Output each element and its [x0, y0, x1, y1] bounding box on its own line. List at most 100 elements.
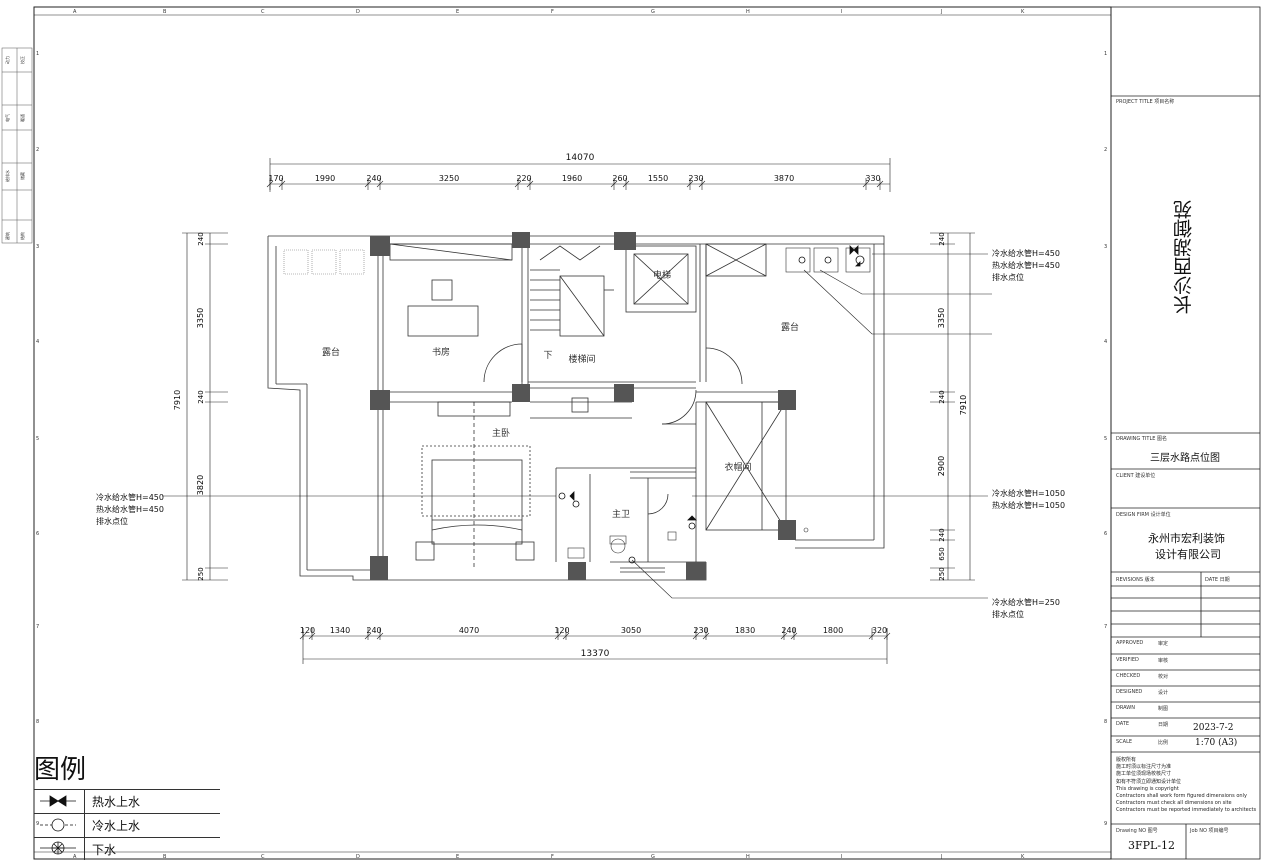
left-strip: 动力校正电气暖通给排水储藏建筑结构 — [1, 47, 33, 244]
grid-row-label: 5 — [36, 436, 39, 442]
designed-cn: 设计 — [1158, 690, 1169, 696]
grid-row-label: 3 — [36, 244, 39, 250]
bottom-seg-dimension: 3050 — [621, 626, 641, 635]
checked-label: CHECKED — [1116, 673, 1141, 679]
title-block-lines — [1110, 6, 1261, 860]
grid-col-label: A — [73, 9, 77, 15]
scale-value: 1:70 (A3) — [1195, 738, 1238, 748]
design-firm-line2: 设计有限公司 — [1155, 548, 1221, 561]
left-strip-label: 储藏 — [19, 172, 25, 180]
note-line: 施工时须以标注尺寸为准 — [1116, 764, 1172, 771]
bottom-dimension-chain — [299, 628, 891, 664]
grid-col-label: J — [940, 9, 942, 15]
water-point-markers — [558, 245, 865, 564]
verified-label: VERIFIED — [1116, 657, 1139, 663]
grid-col-label: D — [356, 9, 360, 15]
drawing-no: 3FPL-12 — [1128, 839, 1176, 852]
left-seg-2: 240 — [197, 390, 205, 403]
drain-icon — [51, 841, 65, 855]
drawing-title: 三层水路点位图 — [1150, 453, 1220, 464]
grid-row-label: 6 — [1104, 531, 1107, 537]
annotation-a4-line2: 排水点位 — [992, 609, 1024, 619]
grid-col-label: I — [841, 9, 842, 15]
right-seg-4: 240 — [938, 528, 946, 541]
right-seg-3: 2900 — [937, 456, 946, 476]
right-dimension-chain — [930, 232, 975, 581]
grid-row-label: 8 — [36, 719, 39, 725]
annotation-a2-line1: 冷水给水管H=450 — [96, 492, 164, 502]
job-no-label: Job NO 项目编号 — [1190, 828, 1229, 834]
note-line: 版权所有 — [1116, 757, 1137, 763]
left-strip-label: 结构 — [19, 232, 25, 240]
left-seg-3: 3820 — [196, 475, 205, 495]
design-firm-label: DESIGN FIRM 设计单位 — [1116, 512, 1171, 518]
annotation-a1-line1: 冷水给水管H=450 — [992, 248, 1060, 258]
bottom-seg-dimension: 1340 — [330, 626, 350, 635]
room-master-bath: 主卫 — [612, 508, 630, 520]
annotation-a3-line2: 热水给水管H=1050 — [992, 500, 1065, 510]
right-total-dimension: 7910 — [959, 395, 968, 415]
note-line: 施工单位须现场校核尺寸 — [1116, 771, 1172, 778]
room-terrace-left: 露台 — [322, 346, 340, 358]
grid-row-label: 1 — [36, 51, 39, 57]
stair-down-label: 下 — [543, 351, 552, 361]
legend-row-cold: 冷水上水 — [34, 813, 220, 837]
legend-symbol-cell — [34, 790, 85, 813]
checked-cn: 校对 — [1158, 674, 1169, 680]
legend-row-hot: 热水上水 — [34, 789, 220, 813]
structural-columns — [370, 232, 796, 580]
note-line: 如有不符须立即通知设计单位 — [1116, 778, 1182, 785]
grid-col-label: A — [73, 854, 77, 860]
grid-row-label: 7 — [1104, 624, 1107, 630]
bottom-seg-dimension: 320 — [872, 626, 887, 635]
grid-col-label: B — [163, 854, 167, 860]
left-total-dimension: 7910 — [173, 390, 182, 410]
grid-col-label: E — [456, 9, 459, 15]
left-strip-label: 校正 — [19, 56, 25, 64]
room-closet: 衣帽间 — [724, 461, 751, 473]
top-dimension-chain — [266, 158, 891, 192]
right-seg-1: 3350 — [937, 308, 946, 328]
date-cn: 日期 — [1158, 722, 1169, 728]
grid-col-label: E — [456, 854, 459, 860]
annotation-a2-line2: 热水给水管H=450 — [96, 504, 164, 514]
grid-row-label: 2 — [1104, 147, 1107, 153]
grid-row-label: 9 — [1104, 821, 1107, 827]
grid-row-label: 8 — [1104, 719, 1107, 725]
grid-col-label: G — [651, 854, 655, 860]
grid-col-label: K — [1021, 854, 1025, 860]
grid-col-label: F — [551, 9, 554, 15]
project-title-label: PROJECT TITLE 项目名称 — [1116, 99, 1175, 105]
revisions-date-label: DATE 日期 — [1205, 577, 1230, 583]
left-strip-label: 电气 — [4, 114, 10, 122]
drawn-cn: 制图 — [1158, 706, 1169, 712]
grid-col-label: G — [651, 9, 655, 15]
annotation-a2-line3: 排水点位 — [96, 516, 128, 526]
note-line: This drawing is copyright — [1116, 785, 1179, 792]
left-seg-0: 240 — [197, 232, 205, 245]
left-dimension-chain — [182, 232, 228, 581]
bottom-seg-dimension: 1800 — [823, 626, 843, 635]
room-master-bedroom: 主卧 — [492, 427, 510, 439]
legend-symbol-cell — [34, 838, 85, 860]
left-strip-label: 动力 — [4, 56, 10, 64]
grid-col-label: I — [841, 854, 842, 860]
grid-col-label: H — [746, 854, 750, 860]
grid-col-label: C — [261, 9, 265, 15]
grid-row-label: 2 — [36, 147, 39, 153]
top-total-dimension: 14070 — [566, 153, 595, 163]
approved-label: APPROVED — [1116, 640, 1144, 646]
bottom-seg-dimension: 240 — [366, 626, 381, 635]
cold-water-icon — [51, 818, 65, 832]
annotation-a3-line1: 冷水给水管H=1050 — [992, 488, 1065, 498]
bottom-seg-dimension: 4070 — [459, 626, 479, 635]
bottom-seg-dimension: 240 — [781, 626, 796, 635]
left-seg-1: 3350 — [196, 308, 205, 328]
legend-symbols — [40, 795, 76, 855]
right-seg-6: 250 — [938, 567, 946, 580]
date-value: 2023-7-2 — [1193, 723, 1234, 733]
top-seg-dimension: 240 — [366, 174, 381, 183]
